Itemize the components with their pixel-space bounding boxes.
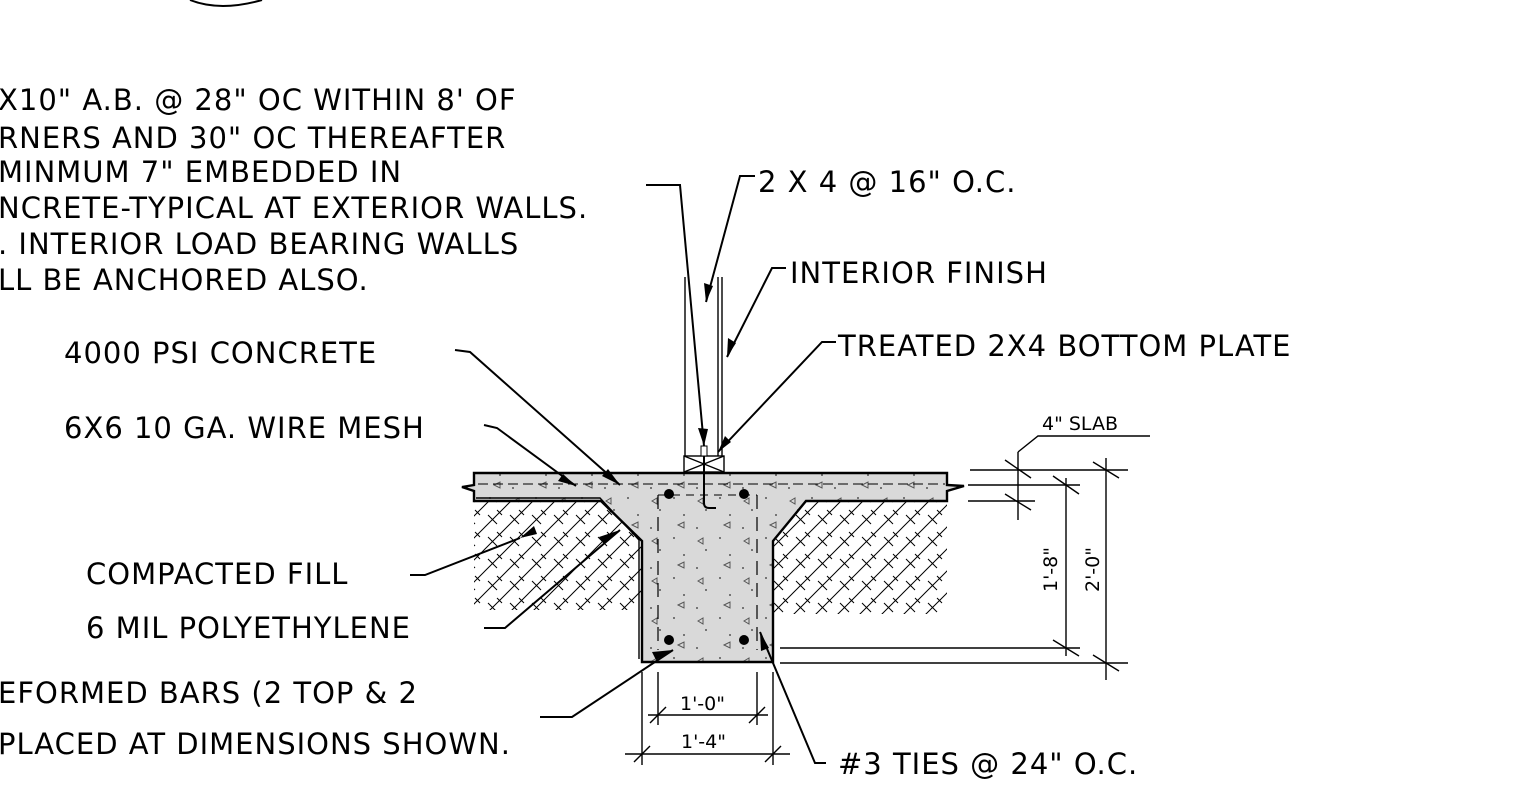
anchor-bolt-note-line-3: MINMUM 7" EMBEDDED IN — [0, 155, 402, 189]
rebar-note-line-1: EFORMED BARS (2 TOP & 2 — [0, 676, 418, 710]
rebar-top-right — [739, 489, 749, 499]
leader-arrowheads — [520, 283, 769, 660]
anchor-bolt-note-line-6: LL BE ANCHORED ALSO. — [0, 263, 369, 297]
anchor-bolt-note-line-4: NCRETE-TYPICAL AT EXTERIOR WALLS. — [0, 191, 588, 225]
outer-width-dimension-label: 1'-4" — [681, 731, 726, 753]
wire-mesh-note: 6X6 10 GA. WIRE MESH — [64, 411, 425, 445]
anchor-bolt-note-line-5: . INTERIOR LOAD BEARING WALLS — [0, 227, 519, 261]
rebar-bottom-left — [664, 635, 674, 645]
leader-lines — [410, 175, 836, 764]
compacted-fill-note: COMPACTED FILL — [86, 557, 348, 591]
rebar-top-left — [664, 489, 674, 499]
interior-finish-note: INTERIOR FINISH — [790, 256, 1048, 290]
anchor-bolt-note-line-2: RNERS AND 30" OC THEREAFTER — [0, 121, 506, 155]
slab-dimension-label: 4" SLAB — [1042, 413, 1118, 435]
stud-note: 2 X 4 @ 16" O.C. — [758, 165, 1016, 199]
vertical-dimensions — [780, 435, 1150, 680]
rebar-note-line-2: PLACED AT DIMENSIONS SHOWN. — [0, 727, 511, 761]
inner-width-dimension-label: 1'-0" — [680, 693, 725, 715]
concrete-note: 4000 PSI CONCRETE — [64, 336, 377, 370]
polyethylene-line — [476, 497, 640, 659]
depth-below-slab-dimension-label: 1'-8" — [1040, 547, 1062, 592]
anchor-bolt-note-line-1: X10" A.B. @ 28" OC WITHIN 8' OF — [0, 83, 517, 117]
ties-note: #3 TIES @ 24" O.C. — [838, 747, 1138, 781]
compacted-fill-right — [773, 501, 947, 614]
bottom-plate-note: TREATED 2X4 BOTTOM PLATE — [837, 329, 1291, 363]
total-depth-dimension-label: 2'-0" — [1082, 547, 1104, 592]
polyethylene-note: 6 MIL POLYETHYLENE — [86, 611, 411, 645]
compacted-fill-left — [474, 501, 642, 610]
section-marker-arc — [189, 0, 263, 7]
horizontal-dimensions — [625, 672, 790, 765]
rebar-bottom-right — [739, 635, 749, 645]
anchor-bolt — [703, 446, 716, 509]
